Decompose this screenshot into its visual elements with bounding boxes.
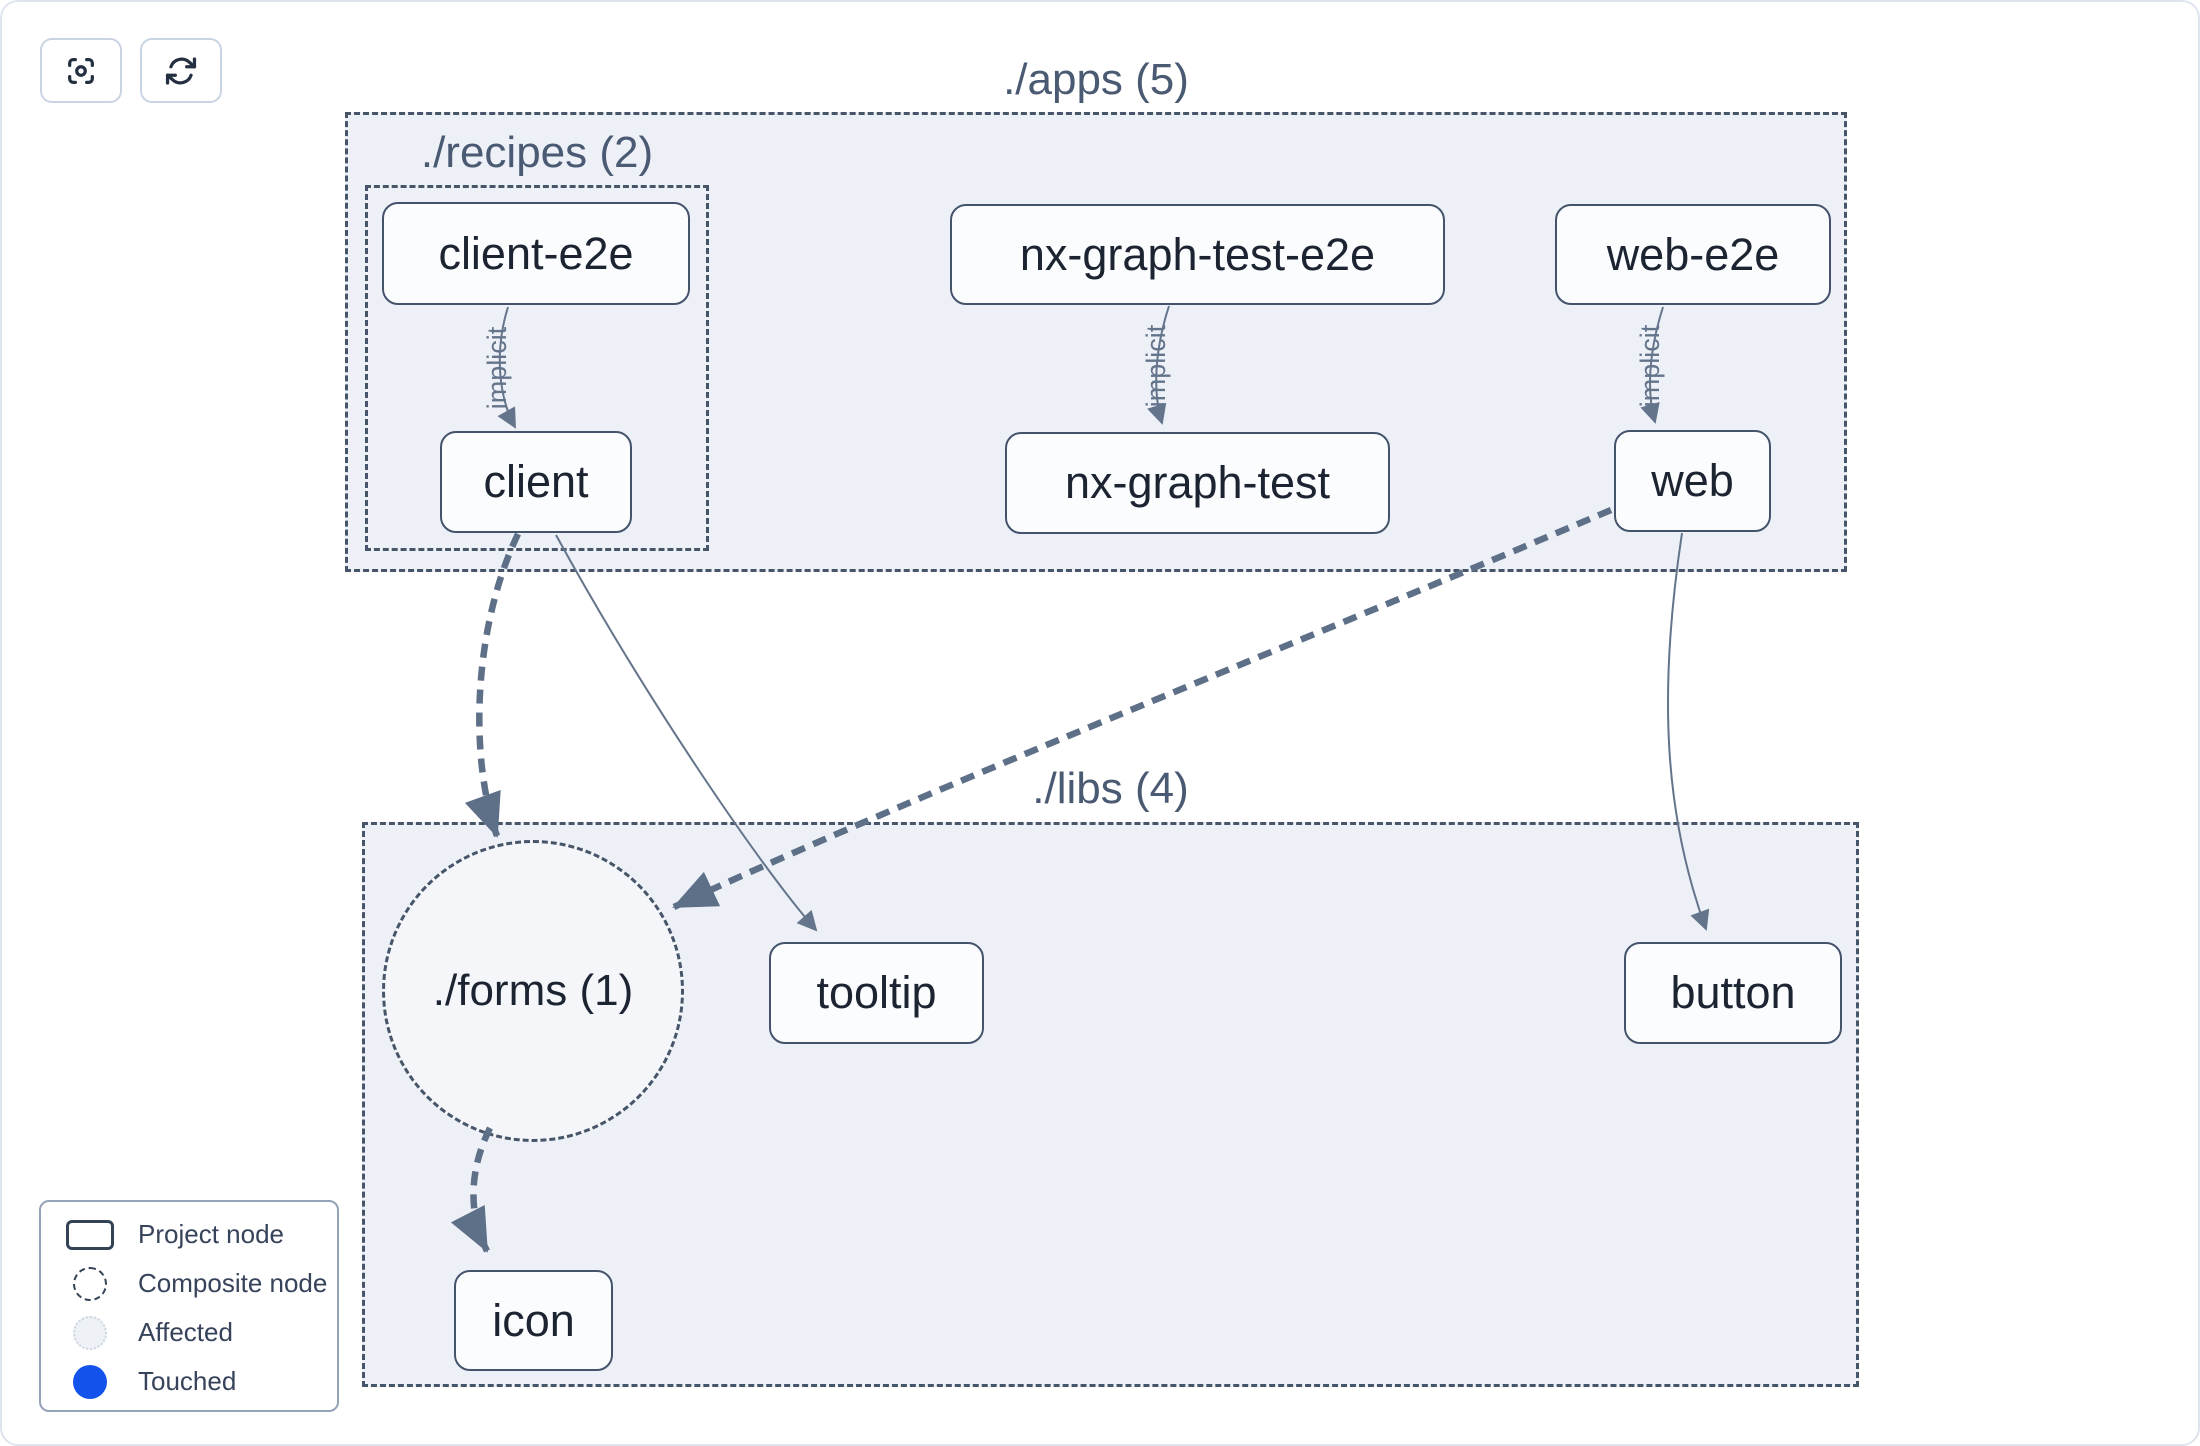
node-button-label: button	[1670, 967, 1796, 1018]
node-button[interactable]: button	[1624, 942, 1842, 1044]
legend-label: Composite node	[138, 1268, 328, 1298]
composite-node-forms[interactable]: ./forms (1)	[382, 840, 684, 1142]
node-nx-graph-test[interactable]: nx-graph-test	[1005, 432, 1390, 534]
node-tooltip-label: tooltip	[816, 967, 937, 1018]
node-nx-graph-test-e2e-label: nx-graph-test-e2e	[1019, 228, 1376, 280]
legend-item-affected: Affected	[57, 1308, 337, 1357]
legend-label: Touched	[138, 1366, 237, 1396]
cluster-libs-label: ./libs (4)	[1032, 764, 1189, 813]
node-nx-graph-test-label: nx-graph-test	[1064, 457, 1331, 508]
node-client-label: client	[483, 456, 589, 507]
node-icon-label: icon	[492, 1294, 575, 1346]
legend-label: Affected	[138, 1317, 233, 1347]
affected-swatch	[73, 1315, 107, 1350]
cluster-apps-label: ./apps (5)	[1003, 55, 1189, 104]
node-tooltip[interactable]: tooltip	[769, 942, 984, 1044]
node-client-e2e[interactable]: client-e2e	[382, 202, 690, 305]
legend-item-project-node: Project node	[57, 1210, 337, 1259]
node-client-e2e-label: client-e2e	[438, 227, 634, 279]
focus-button[interactable]	[40, 38, 122, 103]
node-icon[interactable]: icon	[454, 1270, 613, 1371]
node-web[interactable]: web	[1614, 430, 1771, 532]
node-web-e2e[interactable]: web-e2e	[1555, 204, 1831, 305]
edge-client-to-forms	[464, 532, 521, 838]
composite-node-swatch	[73, 1266, 107, 1301]
touched-swatch	[73, 1364, 107, 1399]
legend-label: Project node	[138, 1219, 284, 1249]
node-client[interactable]: client	[440, 431, 632, 533]
focus-icon	[68, 57, 94, 84]
legend: Project node Composite node Affected Tou…	[39, 1200, 339, 1412]
node-web-e2e-label: web-e2e	[1606, 228, 1780, 280]
legend-item-composite-node: Composite node	[57, 1259, 337, 1308]
node-nx-graph-test-e2e[interactable]: nx-graph-test-e2e	[950, 204, 1445, 305]
refresh-button[interactable]	[140, 38, 222, 103]
node-web-label: web	[1651, 455, 1734, 506]
project-node-swatch	[66, 1219, 114, 1250]
composite-node-forms-label: ./forms (1)	[432, 966, 634, 1015]
legend-item-touched: Touched	[57, 1357, 337, 1406]
refresh-icon	[165, 56, 197, 85]
